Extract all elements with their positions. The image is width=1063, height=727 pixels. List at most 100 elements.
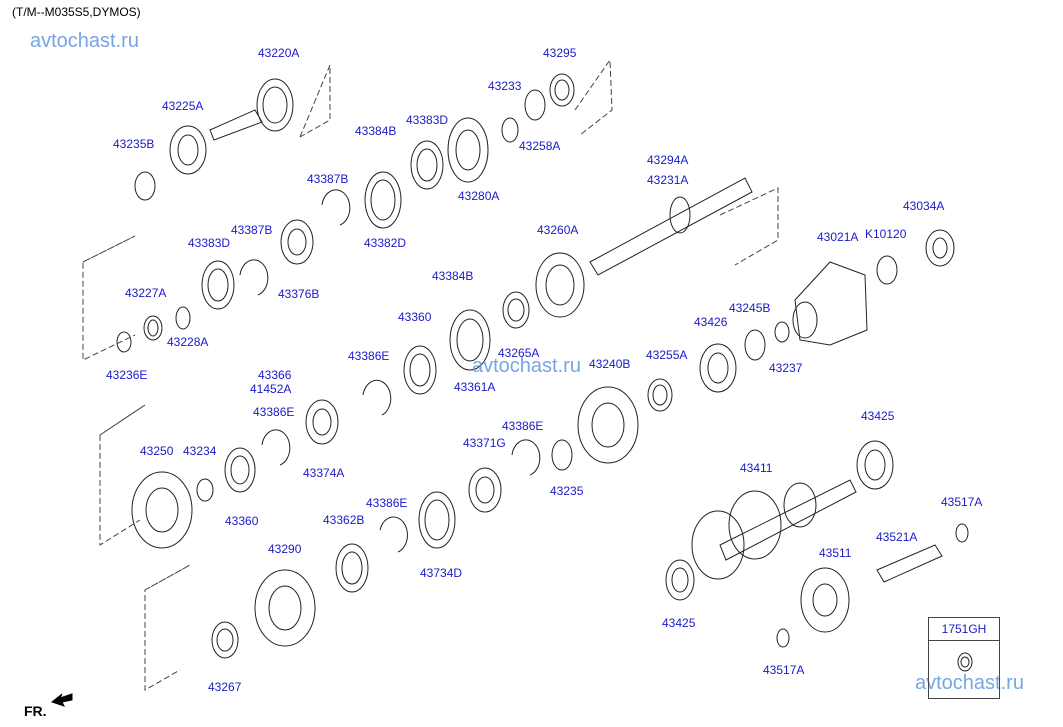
washer-43245b[interactable] (744, 329, 766, 361)
bearing-43225a[interactable] (169, 125, 207, 175)
sync-ring-43383d[interactable] (410, 140, 444, 190)
part-label[interactable]: 43387B (231, 223, 273, 237)
part-label[interactable]: 43245B (729, 301, 771, 315)
output-shaft-43231a[interactable] (589, 177, 753, 276)
part-label[interactable]: 43426 (694, 315, 728, 329)
part-label[interactable]: 43360 (225, 514, 259, 528)
bearing-43425-bottom[interactable] (665, 559, 695, 601)
gear-43250[interactable] (131, 471, 193, 549)
snap-ring-43236e[interactable] (116, 331, 132, 353)
part-label[interactable]: 43386E (253, 405, 295, 419)
shaft-43521a[interactable] (876, 544, 943, 583)
part-label[interactable]: 43411 (740, 461, 773, 475)
input-shaft-part[interactable] (209, 78, 294, 141)
snap-ring-43237[interactable] (774, 321, 790, 343)
part-label[interactable]: 43384B (355, 124, 397, 138)
sync-ring-43383d-2[interactable] (201, 260, 235, 310)
part-label[interactable]: 43227A (125, 286, 167, 300)
part-label[interactable]: 43235 (550, 484, 584, 498)
sleeve-43361a[interactable] (449, 309, 491, 371)
bearing-43295[interactable] (549, 73, 575, 107)
part-label[interactable]: 43383D (188, 236, 231, 250)
part-label[interactable]: 43386E (366, 496, 408, 510)
snap-ring-43387b[interactable] (321, 189, 351, 226)
part-label[interactable]: 43362B (323, 513, 365, 527)
countershaft-43411[interactable] (691, 479, 857, 580)
part-label[interactable]: 43517A (941, 495, 983, 509)
part-label[interactable]: 43383D (406, 113, 449, 127)
part-label[interactable]: 43734D (420, 566, 463, 580)
washer-43258a[interactable] (524, 89, 546, 121)
sleeve-43382d[interactable] (364, 171, 402, 229)
bearing-43227a[interactable] (143, 315, 163, 341)
part-label[interactable]: 43295 (543, 46, 577, 60)
snap-ring-43387b-2[interactable] (239, 259, 269, 296)
hub-43371g[interactable] (468, 467, 502, 513)
part-label[interactable]: 43425 (662, 616, 696, 630)
part-label[interactable]: 43220A (258, 46, 300, 60)
part-label[interactable]: 43384B (432, 269, 474, 283)
lock-washer-43517a-top[interactable] (955, 523, 969, 543)
part-label[interactable]: 43294A (647, 153, 689, 167)
gear-43240b[interactable] (577, 386, 639, 464)
snap-ring-43235[interactable] (551, 439, 573, 471)
inset-box-label[interactable]: 1751GH (929, 618, 999, 641)
part-label[interactable]: 43258A (519, 139, 561, 153)
part-label[interactable]: 43387B (307, 172, 349, 186)
part-label[interactable]: 43382D (364, 236, 407, 250)
oring-k10120[interactable] (876, 255, 898, 285)
washer-43228a[interactable] (175, 306, 191, 330)
sync-ring-43360[interactable] (403, 345, 437, 395)
gear-43290[interactable] (254, 569, 316, 647)
part-label[interactable]: 43034A (903, 199, 945, 213)
bearing-43425-top[interactable] (856, 440, 894, 490)
part-label[interactable]: 43237 (769, 361, 803, 375)
part-label[interactable]: 43260A (537, 223, 579, 237)
part-label[interactable]: 43425 (861, 409, 895, 423)
part-label[interactable]: 43371G (463, 436, 506, 450)
part-label[interactable]: 43021A (817, 230, 859, 244)
bearing-43255a[interactable] (647, 378, 673, 412)
part-label[interactable]: 43360 (398, 310, 432, 324)
housing-43021a[interactable] (792, 261, 868, 346)
hub-43376b[interactable] (280, 219, 314, 265)
snap-ring-43386e-4[interactable] (379, 516, 408, 553)
part-label[interactable]: 43228A (167, 335, 209, 349)
gear-43511[interactable] (800, 567, 850, 633)
bearing-43426[interactable] (699, 343, 737, 393)
part-label[interactable]: 43374A (303, 466, 345, 480)
part-label[interactable]: 43361A (454, 380, 496, 394)
part-label[interactable]: 43376B (278, 287, 320, 301)
part-label[interactable]: 43250 (140, 444, 174, 458)
bearing-43267[interactable] (211, 621, 239, 659)
snap-ring-43386e[interactable] (362, 379, 392, 416)
snap-ring-43233[interactable] (501, 117, 519, 143)
part-label[interactable]: 43265A (498, 346, 540, 360)
part-label[interactable]: 43235B (113, 137, 155, 151)
gear-43280a[interactable] (447, 117, 489, 183)
part-label[interactable]: 43521A (876, 530, 918, 544)
part-label[interactable]: 43280A (458, 189, 500, 203)
lock-washer-43517a-bottom[interactable] (776, 628, 790, 648)
part-label[interactable]: 43233 (488, 79, 522, 93)
snap-ring-43234[interactable] (196, 478, 214, 502)
part-label[interactable]: 43386E (502, 419, 544, 433)
sleeve-43734d[interactable] (418, 491, 456, 549)
snap-ring-43235b[interactable] (134, 171, 156, 201)
gear-43260a[interactable] (535, 252, 585, 318)
part-label[interactable]: 43225A (162, 99, 204, 113)
part-label[interactable]: 43234 (183, 444, 217, 458)
part-label[interactable]: 43255A (646, 348, 688, 362)
sync-ring-43360-2[interactable] (224, 447, 256, 493)
part-label[interactable]: 41452A (250, 382, 292, 396)
part-label[interactable]: 43267 (208, 680, 242, 694)
part-label[interactable]: 43517A (763, 663, 805, 677)
part-label[interactable]: 43240B (589, 357, 631, 371)
snap-ring-43386e-3[interactable] (511, 439, 541, 476)
part-label[interactable]: 43366 (258, 368, 292, 382)
part-label[interactable]: 43290 (268, 542, 302, 556)
bearing-43265a[interactable] (502, 291, 530, 329)
sync-ring-43362b[interactable] (335, 543, 369, 593)
part-label[interactable]: 43236E (106, 368, 148, 382)
snap-ring-43386e-2[interactable] (261, 429, 291, 466)
